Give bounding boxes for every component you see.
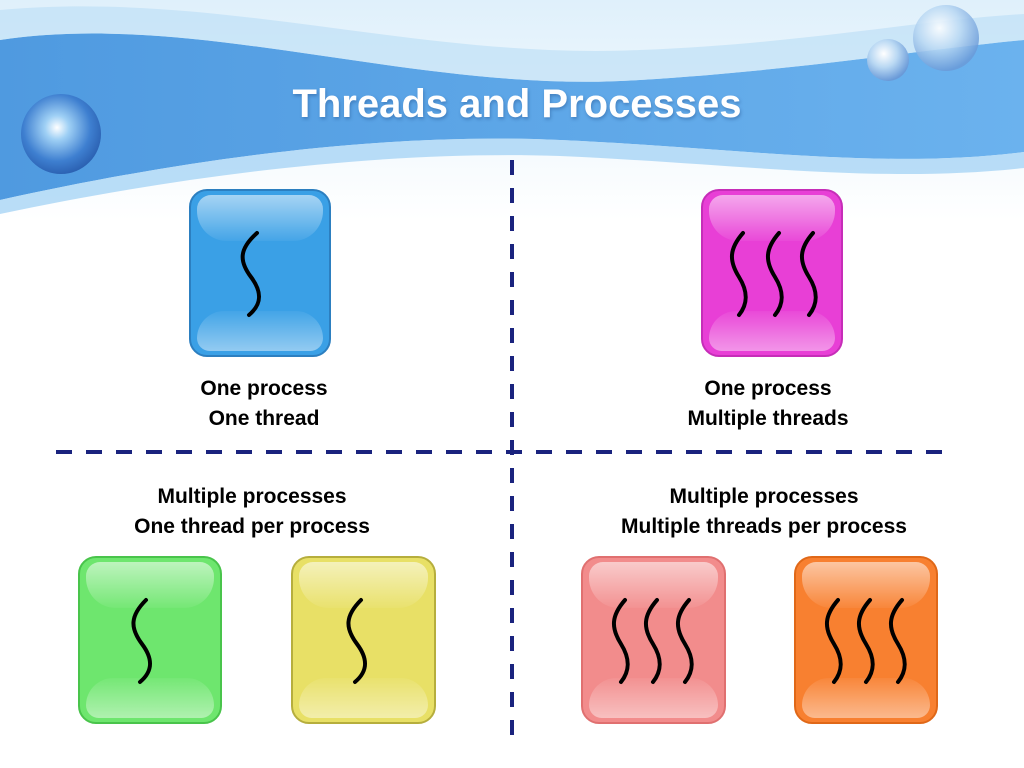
thread-squiggle: [612, 598, 630, 684]
caption-line: Multiple processes: [157, 485, 347, 508]
caption-one-process-one-thread: One process One thread: [104, 374, 424, 434]
thread-squiggle: [240, 231, 261, 317]
caption-line: One thread per process: [134, 515, 370, 538]
thread-squiggle: [857, 598, 875, 684]
gloss-highlight: [197, 311, 323, 351]
gloss-highlight: [802, 562, 930, 608]
caption-line: One process: [200, 377, 328, 400]
header-banner: [0, 0, 1024, 220]
caption-multiple-processes-multiple-threads: Multiple processes Multiple threads per …: [574, 482, 954, 542]
caption-line: Multiple threads per process: [621, 515, 907, 538]
thread-squiggle: [766, 231, 784, 317]
caption-line: Multiple threads: [687, 407, 849, 430]
caption-line: One thread: [208, 407, 320, 430]
thread-squiggle: [346, 598, 367, 684]
gloss-highlight: [299, 678, 428, 718]
gloss-highlight: [299, 562, 428, 608]
process-box-pink: [581, 556, 726, 724]
gloss-highlight: [589, 562, 718, 608]
process-box-yellow: [291, 556, 436, 724]
thread-squiggle: [800, 231, 818, 317]
thread-squiggle: [644, 598, 662, 684]
thread-squiggle: [889, 598, 907, 684]
slide-title: Threads and Processes: [292, 82, 742, 126]
process-box-green: [78, 556, 222, 724]
process-box-blue: [189, 189, 331, 357]
thread-squiggle: [676, 598, 694, 684]
caption-line: Multiple processes: [669, 485, 859, 508]
gloss-highlight: [709, 311, 835, 351]
thread-squiggle: [825, 598, 843, 684]
caption-one-process-multiple-threads: One process Multiple threads: [608, 374, 928, 434]
gloss-highlight: [589, 678, 718, 718]
process-box-magenta: [701, 189, 843, 357]
caption-multiple-processes-one-thread: Multiple processes One thread per proces…: [72, 482, 432, 542]
horizontal-divider: [56, 450, 948, 454]
gloss-highlight: [86, 678, 214, 718]
thread-squiggle: [730, 231, 748, 317]
gloss-highlight: [802, 678, 930, 718]
gloss-highlight: [86, 562, 214, 608]
gloss-highlight: [197, 195, 323, 241]
caption-line: One process: [704, 377, 832, 400]
process-box-orange: [794, 556, 938, 724]
thread-squiggle: [131, 598, 152, 684]
